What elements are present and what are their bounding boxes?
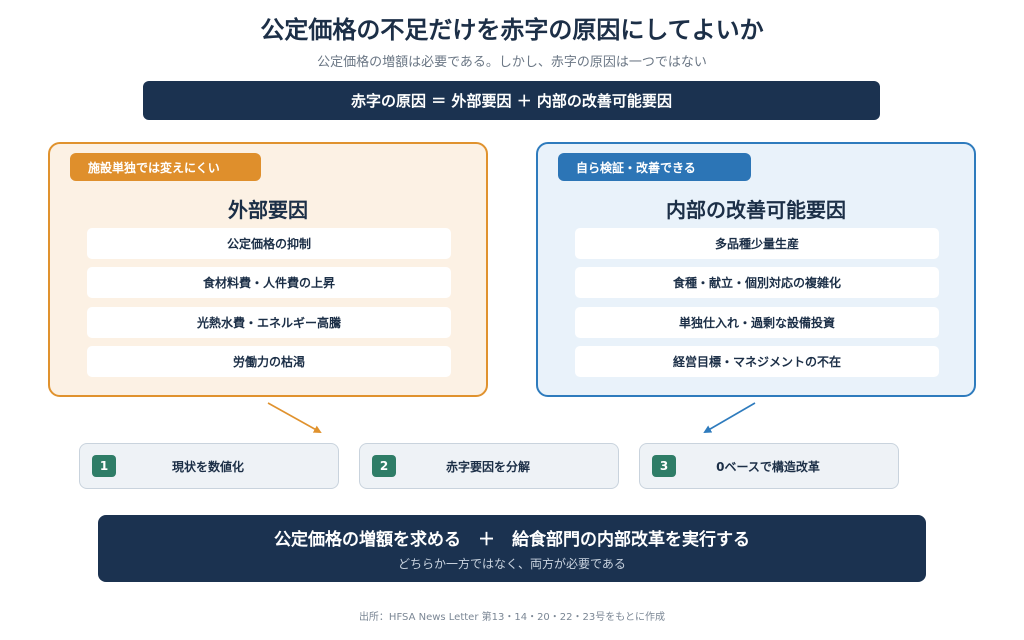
external-item: 労働力の枯渇 [87, 346, 451, 377]
arrow-right [703, 402, 756, 434]
external-item: 光熱水費・エネルギー高騰 [87, 307, 451, 338]
arrow-left [267, 402, 322, 433]
external-item: 食材料費・人件費の上昇 [87, 267, 451, 298]
internal-item: 単独仕入れ・過剰な設備投資 [575, 307, 939, 338]
internal-item: 食種・献立・個別対応の複雑化 [575, 267, 939, 298]
external-tag: 施設単独では変えにくい [70, 153, 261, 181]
external-title: 外部要因 [228, 198, 308, 222]
internal-item: 多品種少量生産 [575, 228, 939, 259]
step-card: 1 現状を数値化 [79, 443, 339, 489]
step-label: 現状を数値化 [171, 459, 244, 474]
internal-factors-panel: 自ら検証・改善できる 内部の改善可能要因 多品種少量生産 食種・献立・個別対応の… [536, 142, 976, 397]
step-number-badge: 3 [652, 455, 676, 477]
step-label: 0ベースで構造改革 [716, 459, 820, 474]
conclusion-banner: 公定価格の増額を求める ＋ 給食部門の内部改革を実行する どちらか一方ではなく、… [98, 515, 926, 582]
internal-title: 内部の改善可能要因 [666, 198, 846, 222]
source-note: 出所：HFSA News Letter 第13・14・20・22・23号をもとに… [358, 612, 666, 623]
step-number-badge: 2 [372, 455, 396, 477]
step-label: 赤字要因を分解 [445, 459, 530, 474]
external-factors-panel: 施設単独では変えにくい 外部要因 公定価格の抑制 食材料費・人件費の上昇 光熱水… [48, 142, 488, 397]
page-title: 公定価格の不足だけを赤字の原因にしてよいか [260, 16, 764, 44]
page-subtitle: 公定価格の増額は必要である。しかし、赤字の原因は一つではない [317, 55, 707, 70]
equation-text: 赤字の原因 ＝ 外部要因 ＋ 内部の改善可能要因 [351, 92, 672, 110]
conclusion-main: 公定価格の増額を求める ＋ 給食部門の内部改革を実行する [274, 530, 750, 550]
internal-item: 経営目標・マネジメントの不在 [575, 346, 939, 377]
equation-banner: 赤字の原因 ＝ 外部要因 ＋ 内部の改善可能要因 [143, 81, 880, 120]
step-card: 2 赤字要因を分解 [359, 443, 619, 489]
external-item: 公定価格の抑制 [87, 228, 451, 259]
internal-tag: 自ら検証・改善できる [558, 153, 751, 181]
conclusion-sub: どちらか一方ではなく、両方が必要である [398, 557, 626, 571]
step-number-badge: 1 [92, 455, 116, 477]
step-card: 3 0ベースで構造改革 [639, 443, 899, 489]
